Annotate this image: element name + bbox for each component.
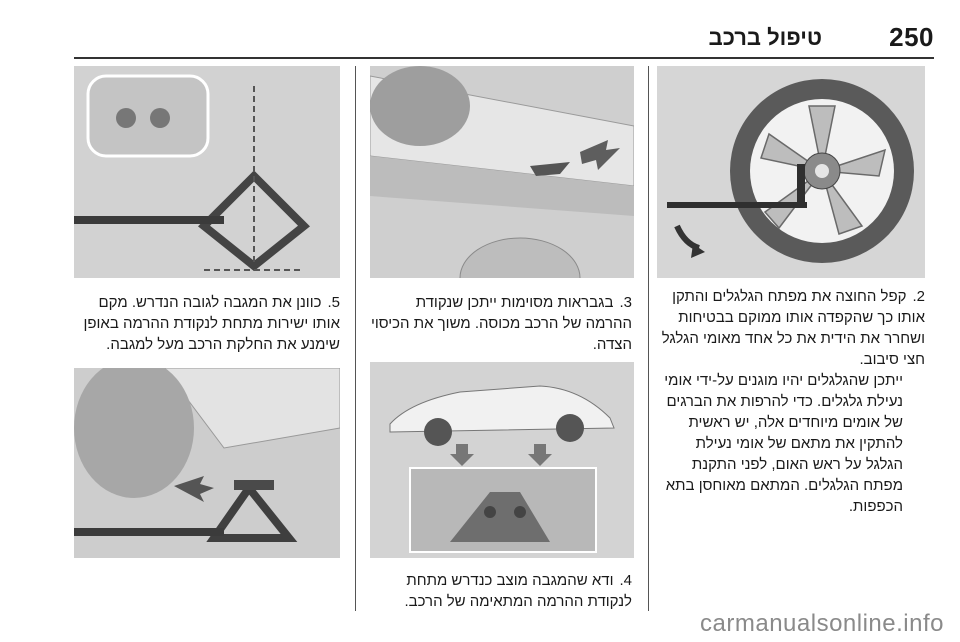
step-3: 3.בגבראות מסוימות ייתכן שנקודת ההרמה של … xyxy=(370,292,632,355)
step-text: ודא שהמגבה מוצב כנדרש מתחת לנקודת ההרמה … xyxy=(404,572,632,610)
page-header: טיפול ברכב 250 xyxy=(74,22,934,56)
car-side-illustration xyxy=(370,362,634,558)
step-number: 5. xyxy=(327,294,340,311)
section-title: טיפול ברכב xyxy=(708,25,822,50)
step-text: בגבראות מסוימות ייתכן שנקודת ההרמה של הר… xyxy=(370,294,632,353)
step-5: 5.כוונן את המגבה לגובה הנדרש. מקם אותו י… xyxy=(74,292,340,355)
watermark: carmanualsonline.info xyxy=(700,610,944,637)
figure-lifting-point-cover xyxy=(370,66,634,278)
header-rule xyxy=(74,57,934,59)
figure-wheel-wrench xyxy=(657,66,925,278)
figure-jack-position xyxy=(74,66,340,278)
step-text: קפל החוצה את מפתח הגלגלים והתקן אותו כך … xyxy=(661,288,925,368)
column-divider xyxy=(648,66,649,611)
figure-car-jack-points xyxy=(370,362,634,558)
figure-jack-under-car xyxy=(74,368,340,558)
step-number: 3. xyxy=(619,294,632,311)
note-paragraph: ייתכן שהגלגלים יהיו מוגנים על-ידי אומי נ… xyxy=(664,372,903,515)
step-text: כוונן את המגבה לגובה הנדרש. מקם אותו ישי… xyxy=(83,294,340,353)
wheel-wrench-illustration xyxy=(657,66,925,278)
column-divider xyxy=(355,66,356,611)
step-number: 2. xyxy=(912,288,925,305)
jack-under-car-illustration xyxy=(74,368,340,558)
page-number: 250 xyxy=(889,22,934,52)
step-number: 4. xyxy=(619,572,632,589)
underbody-illustration xyxy=(370,66,634,278)
step-4: 4.ודא שהמגבה מוצב כנדרש מתחת לנקודת ההרמ… xyxy=(370,570,632,612)
step-2: 2.קפל החוצה את מפתח הגלגלים והתקן אותו כ… xyxy=(657,286,925,370)
jack-illustration xyxy=(74,66,340,278)
